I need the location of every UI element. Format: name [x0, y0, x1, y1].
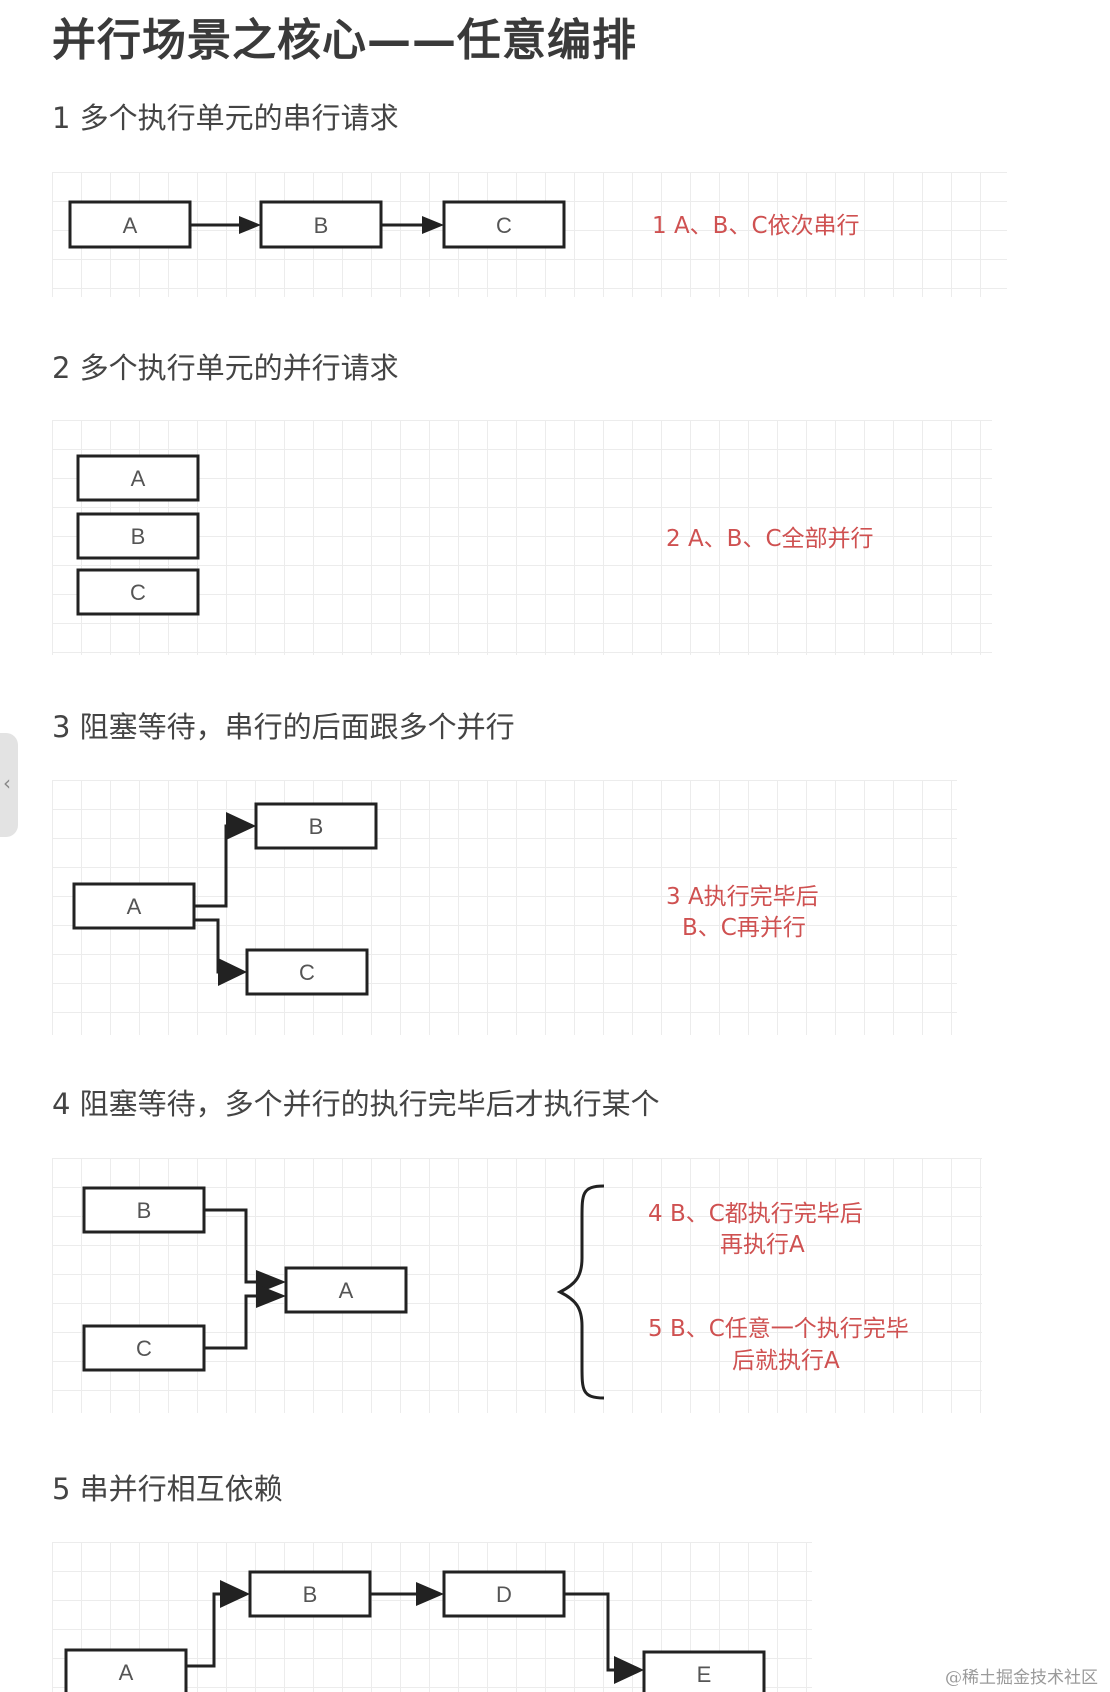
section-heading-1: 1 多个执行单元的串行请求	[52, 101, 399, 135]
node-label-a: A	[339, 1278, 354, 1303]
node-label-b: B	[131, 524, 146, 549]
note-parallel: 2 A、B、C全部并行	[666, 526, 874, 552]
node-box-b	[82, 1186, 206, 1234]
page-title: 并行场景之核心——任意编排	[52, 15, 637, 66]
node-label-e: E	[697, 1662, 712, 1687]
chevron-left-icon: ‹	[3, 771, 11, 795]
diagram-parallel-then-serial-svg: B C A 4 B、C都执行完毕后 再执行A 5 B、C任意一个执行完毕 后就执…	[82, 1184, 909, 1400]
arrowhead-b-d	[416, 1582, 444, 1606]
node-box-c	[82, 1324, 206, 1372]
node-label-b: B	[309, 814, 324, 839]
section-heading-5: 5 串并行相互依赖	[52, 1472, 283, 1506]
node-label-a: A	[131, 466, 146, 491]
node-label-c: C	[496, 213, 512, 238]
diagram-serial: A B C 1 A、B、C依次串行	[52, 172, 1007, 297]
node-box-b	[76, 512, 200, 560]
section-heading-4: 4 阻塞等待，多个并行的执行完毕后才执行某个	[52, 1087, 660, 1121]
node-label-d: D	[496, 1582, 512, 1607]
diagram-parallel-then-serial: B C A 4 B、C都执行完毕后 再执行A 5 B、C任意一个执行完毕 后就执…	[52, 1158, 982, 1413]
note-any-complete-line2: 后就执行A	[732, 1348, 840, 1374]
arrowhead-a-b	[220, 1580, 250, 1608]
node-box-c	[245, 948, 369, 996]
node-label-b: B	[303, 1582, 318, 1607]
node-label-a: A	[119, 1660, 134, 1685]
diagram-serial-svg: A B C 1 A、B、C依次串行	[68, 200, 860, 249]
node-box-c	[442, 200, 566, 249]
note-any-complete-line1: 5 B、C任意一个执行完毕	[648, 1316, 909, 1342]
diagram-serial-then-parallel: A B C 3 A执行完毕后 B、C再并行	[52, 780, 957, 1035]
note-all-complete-line1: 4 B、C都执行完毕后	[648, 1201, 863, 1227]
arrowhead-a-b	[239, 216, 261, 234]
arrowhead-b-c	[422, 216, 444, 234]
note-serial-then-parallel-line1: 3 A执行完毕后	[666, 884, 819, 910]
watermark: @稀土掘金技术社区	[945, 1668, 1098, 1688]
node-label-b: B	[137, 1198, 152, 1223]
node-box-b	[259, 200, 383, 249]
edge-a-b	[186, 1592, 222, 1668]
node-box-b	[254, 802, 378, 850]
node-label-c: C	[136, 1336, 152, 1361]
diagram-parallel-svg: A B C 2 A、B、C全部并行	[76, 454, 874, 616]
curly-brace	[556, 1184, 605, 1400]
node-label-b: B	[314, 213, 329, 238]
arrowhead-c-a	[256, 1284, 286, 1308]
node-box-a	[68, 200, 192, 249]
node-label-c: C	[299, 960, 315, 985]
arrowhead-a-c	[218, 958, 247, 986]
node-box-a	[76, 454, 200, 502]
arrowhead-a-b	[226, 812, 256, 840]
node-label-a: A	[123, 213, 138, 238]
diagram-mixed-dependency-svg: B D A E	[64, 1570, 766, 1692]
node-box-a	[284, 1266, 408, 1314]
note-all-complete-line2: 再执行A	[720, 1232, 805, 1258]
node-box-a	[72, 882, 196, 930]
section-heading-3: 3 阻塞等待，串行的后面跟多个并行	[52, 710, 515, 744]
note-serial: 1 A、B、C依次串行	[652, 213, 860, 239]
edge-b-a	[204, 1208, 258, 1284]
side-panel-toggle[interactable]: ‹	[0, 733, 18, 837]
diagram-serial-then-parallel-svg: A B C 3 A执行完毕后 B、C再并行	[72, 802, 819, 996]
node-box-e	[642, 1650, 766, 1692]
node-label-c: C	[130, 580, 146, 605]
edge-d-e	[564, 1592, 618, 1672]
node-label-a: A	[127, 894, 142, 919]
node-box-a	[64, 1648, 188, 1692]
edge-c-a	[204, 1294, 258, 1350]
diagram-mixed-dependency: B D A E	[52, 1542, 812, 1692]
note-serial-then-parallel-line2: B、C再并行	[682, 915, 806, 941]
node-box-c	[76, 568, 200, 616]
arrowhead-d-e	[614, 1656, 644, 1684]
section-heading-2: 2 多个执行单元的并行请求	[52, 351, 399, 385]
diagram-parallel: A B C 2 A、B、C全部并行	[52, 420, 992, 655]
